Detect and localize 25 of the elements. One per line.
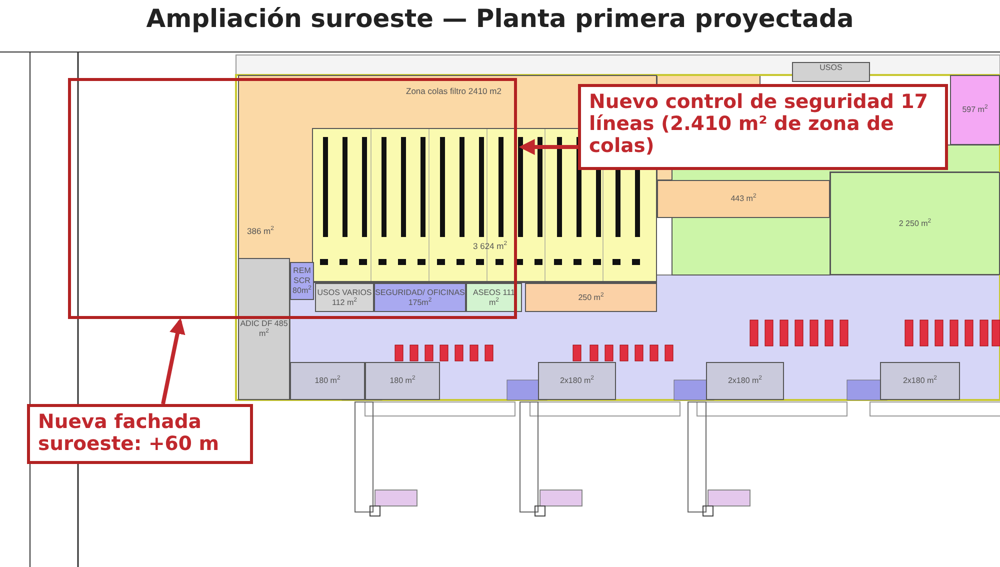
- room: USOS: [792, 62, 870, 82]
- room: 2 250 m$^{2}$: [830, 172, 1000, 275]
- highlight-frame: [68, 78, 517, 319]
- room: 180 m$^{2}$: [365, 362, 440, 400]
- room: 180 m$^{2}$: [290, 362, 365, 400]
- title: Ampliación suroeste — Planta primera proyectada: [145, 4, 855, 33]
- area-label: Zona colas filtro 2410 m2: [406, 86, 502, 96]
- room: 2x180 m$^{2}$: [538, 362, 616, 400]
- room: 2x180 m$^{2}$: [706, 362, 784, 400]
- room: 443 m$^{2}$: [657, 180, 830, 218]
- area-label: 386 m$^{2}$: [247, 226, 274, 236]
- room: SEGURIDAD/ OFICINAS 175m$^{2}$: [374, 283, 466, 312]
- room: 597 m$^{2}$: [950, 75, 1000, 145]
- room: REM SCR 80m$^{2}$: [290, 262, 314, 300]
- area-label: 3 624 m$^{2}$: [473, 241, 508, 251]
- room: ASEOS 111 m$^{2}$: [466, 283, 522, 312]
- arrow: [161, 318, 186, 404]
- room: 2x180 m$^{2}$: [880, 362, 960, 400]
- callout-box: Nuevo control de seguridad 17 líneas (2.410 m² de zona de colas): [578, 84, 948, 170]
- arrow: [518, 139, 578, 155]
- callout-box: Nueva fachada suroeste: +60 m: [27, 404, 253, 464]
- room: USOS VARIOS 112 m$^{2}$: [315, 283, 374, 312]
- room: 250 m$^{2}$: [525, 283, 657, 312]
- room: [238, 75, 657, 283]
- room: ADIC DF 485 m$^{2}$: [238, 258, 290, 400]
